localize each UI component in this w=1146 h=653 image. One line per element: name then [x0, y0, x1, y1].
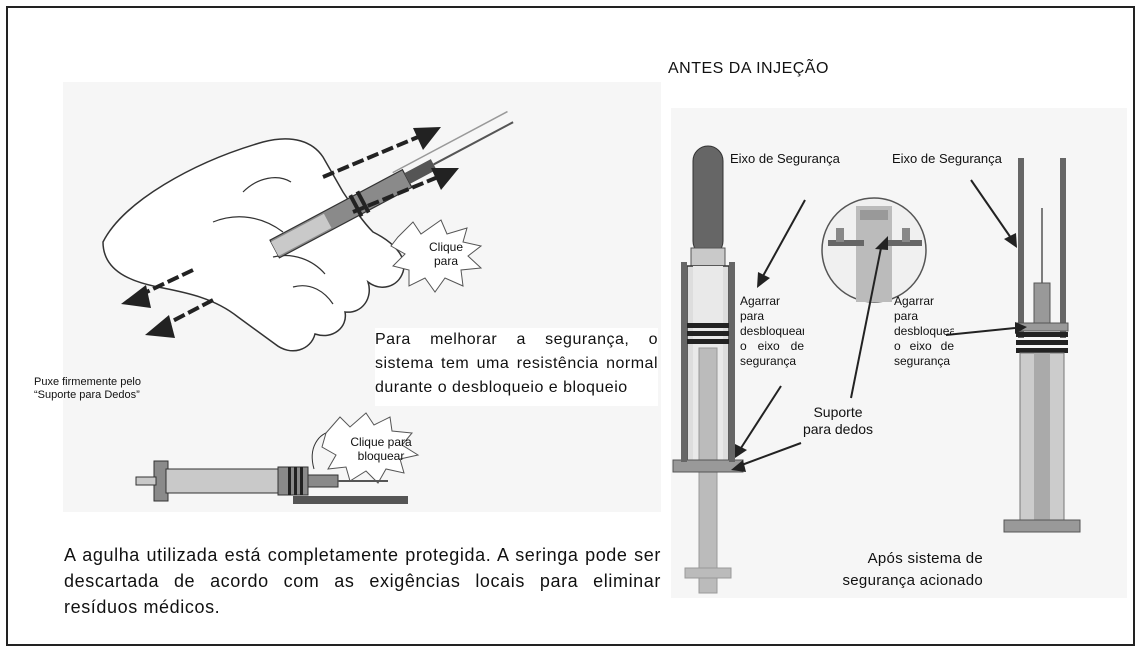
- after-safety-text: Após sistema de segurança acionado: [842, 550, 983, 589]
- finger-support-label: Suporte para dedos: [802, 404, 874, 437]
- axis-label-right: Eixo de Segurança: [892, 152, 1002, 166]
- syringe-after-illustration: [1003, 158, 1081, 533]
- pull-instruction-text: Puxe firmemente pelo “Suporte para Dedos…: [34, 376, 141, 402]
- document-page: Clique para Puxe firmemente pelo “Suport…: [6, 6, 1135, 646]
- detail-magnifier-illustration: [821, 197, 927, 303]
- grab-label-left: Agarrar para desbloquear o eixo de segur…: [740, 294, 804, 368]
- axis-label-left: Eixo de Segurança: [730, 152, 840, 166]
- syringe-before-illustration: [672, 145, 744, 594]
- section-title: ANTES DA INJEÇÃO: [668, 60, 829, 77]
- safety-resistance-text: Para melhorar a segurança, o sistema tem…: [375, 328, 658, 406]
- hand-with-syringe-illustration: [102, 110, 514, 352]
- click-lock-label: Clique para bloquear: [350, 436, 412, 463]
- click-open-label: Clique para: [428, 241, 464, 268]
- grab-label-right: Agarrar para desbloquear o eixo de segur…: [894, 294, 954, 368]
- syringe-locked-illustration: [135, 412, 420, 504]
- bottom-disposal-text: A agulha utilizada está completamente pr…: [64, 545, 661, 618]
- right-callout-arrows: [731, 179, 1027, 472]
